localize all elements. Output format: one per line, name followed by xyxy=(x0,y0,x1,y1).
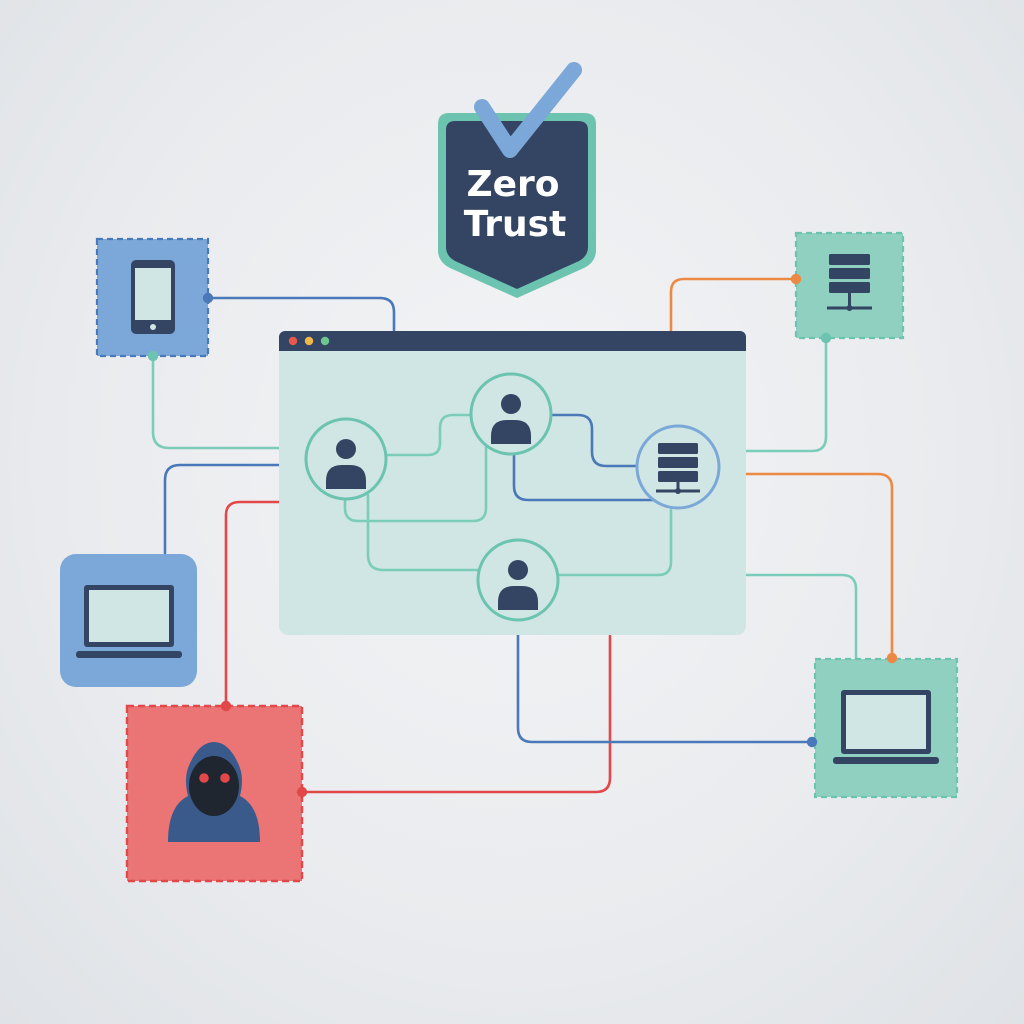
zero-trust-badge: Zero Trust xyxy=(438,62,596,298)
user-icon xyxy=(326,439,366,489)
badge-title-line2: Trust xyxy=(464,204,567,245)
internal-connections xyxy=(343,413,673,577)
attacker-node[interactable] xyxy=(125,704,304,883)
shield-body xyxy=(446,121,588,289)
laptop-icon xyxy=(76,585,182,658)
user-icon xyxy=(491,394,531,444)
link-attacker-up xyxy=(224,500,282,708)
badge-title-line1: Zero xyxy=(466,164,559,205)
device-laptop-right[interactable] xyxy=(813,657,959,799)
window-dot-green xyxy=(320,336,330,346)
link-server-tr-teal xyxy=(744,336,828,453)
user-node-a[interactable] xyxy=(304,417,388,501)
link-userC-to-laptop-right xyxy=(516,618,814,744)
link-userB-server-lower xyxy=(512,450,654,502)
link-userA-userC xyxy=(366,493,482,572)
device-mobile[interactable] xyxy=(95,237,210,358)
link-attacker-right xyxy=(300,634,612,794)
smartphone-icon xyxy=(131,260,175,334)
user-node-c[interactable] xyxy=(476,538,560,622)
link-server-tr-orange xyxy=(669,277,798,332)
window-body xyxy=(279,331,746,635)
device-server[interactable] xyxy=(794,231,905,340)
window-titlebar-base xyxy=(279,341,746,351)
server-icon xyxy=(827,254,872,311)
connector-dots xyxy=(147,273,898,798)
server-node[interactable] xyxy=(635,424,721,510)
device-laptop-left[interactable] xyxy=(60,554,197,687)
link-userA-userB-lower xyxy=(343,438,488,523)
link-panel-to-laptop-right-orange xyxy=(744,472,894,660)
window-dot-red xyxy=(288,336,298,346)
link-userC-server xyxy=(555,508,673,577)
link-userB-server xyxy=(550,413,640,468)
connections xyxy=(151,277,894,794)
link-mobile-to-panel xyxy=(206,296,396,332)
user-node-b[interactable] xyxy=(469,372,553,456)
link-laptop-left-to-userA xyxy=(163,463,307,555)
laptop-icon xyxy=(833,690,939,764)
link-mobile-to-userA xyxy=(151,354,282,450)
window-dot-yellow xyxy=(304,336,314,346)
network-window xyxy=(279,331,746,635)
checkmark-icon xyxy=(474,62,582,158)
link-userA-userB xyxy=(384,413,474,457)
server-icon xyxy=(656,443,700,494)
hooded-hacker-icon xyxy=(168,742,260,842)
user-icon xyxy=(498,560,538,610)
